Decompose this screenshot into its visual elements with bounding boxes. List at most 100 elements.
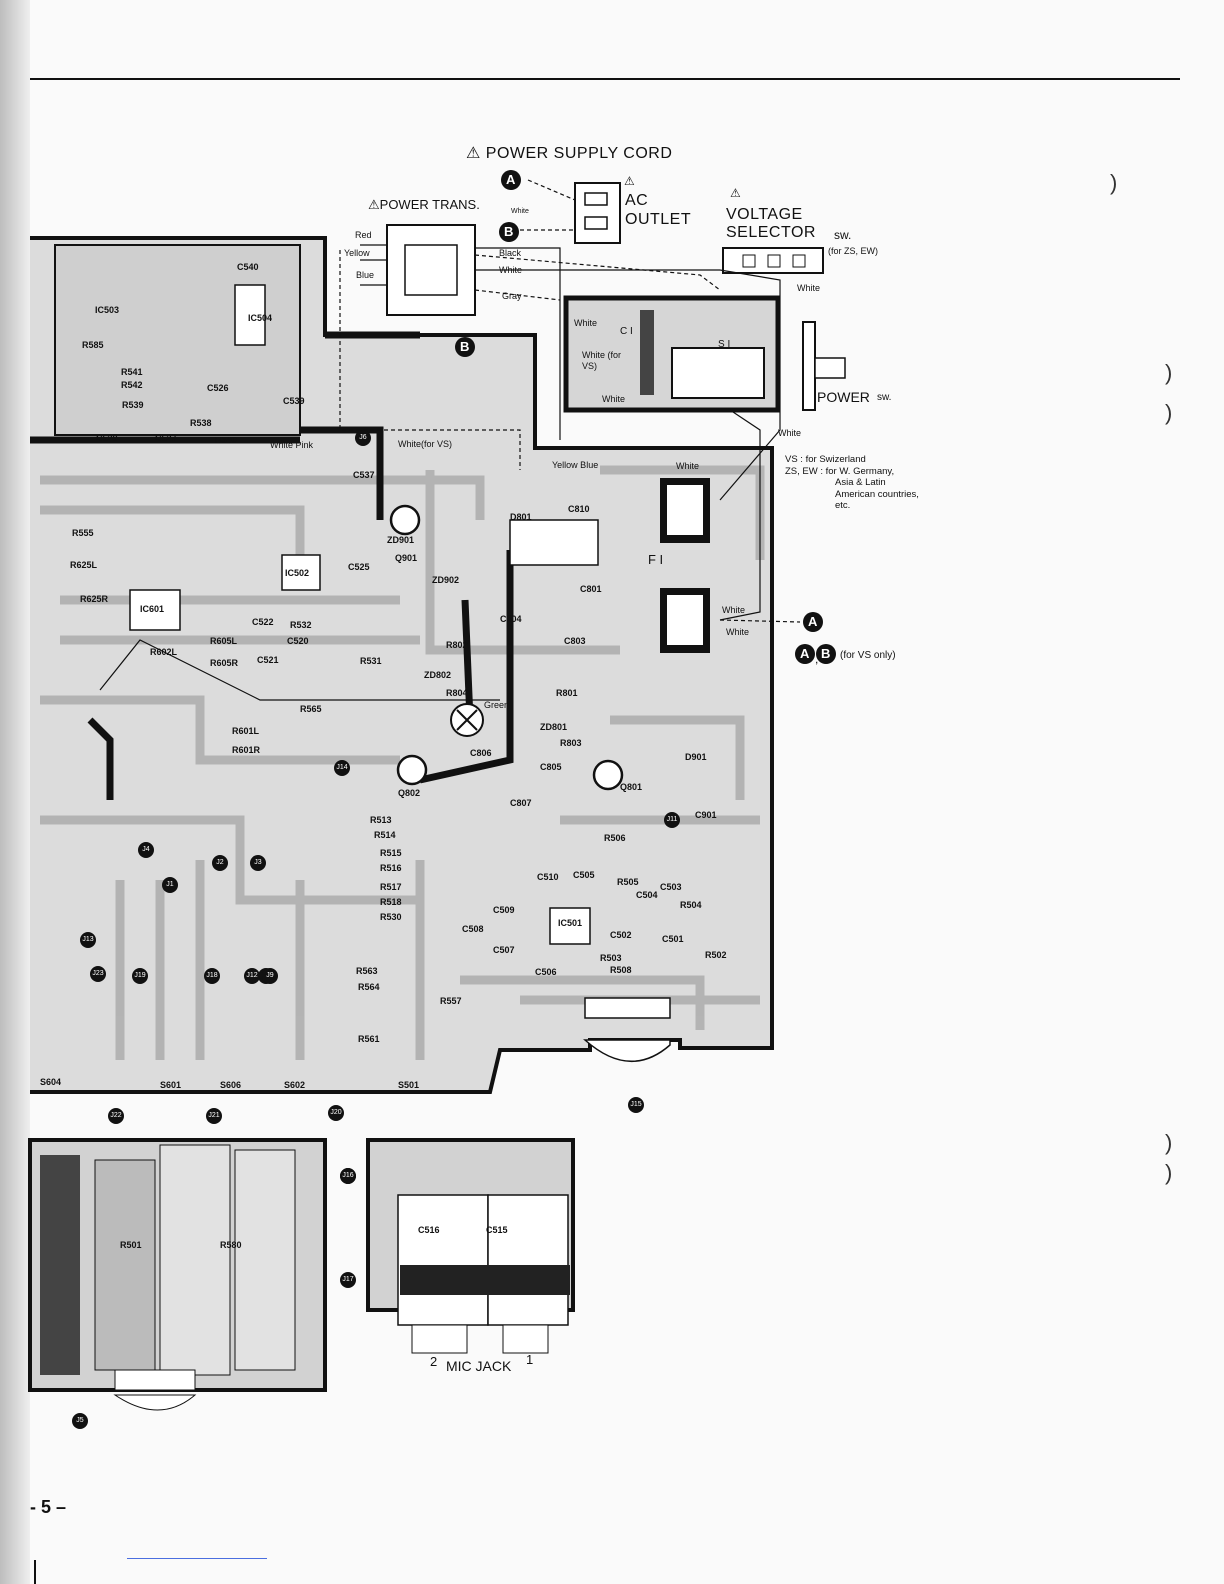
jack-j9: J9 [262,968,278,984]
ac-label: AC [625,192,649,209]
component-s604: S604 [40,1077,62,1087]
component-zd802: ZD802 [424,670,452,680]
voltage-warning: ⚠ [730,186,741,200]
jack-j2: J2 [212,855,228,871]
ac-outlet-shape [574,182,621,244]
component-c502: C502 [610,930,632,940]
component-r505: R505 [617,877,639,887]
wire-white-pink: White Pink [270,440,314,450]
component-c527: C527 [155,433,177,443]
component-q802: Q802 [398,788,421,798]
wire-white-for-vs2: White(for VS) [398,439,453,449]
component-c510: C510 [537,872,559,882]
component-r531: R531 [360,656,382,666]
header-rule [30,78,1180,80]
power-transformer [386,224,476,316]
component-r625r: R625R [80,594,109,604]
punch-mark: ) [1165,400,1173,425]
selector-sw-label: sw. [834,228,852,242]
component-c504: C504 [636,890,658,900]
jack-j6: J6 [355,430,371,446]
component-c804: C804 [500,614,522,624]
component-r540: R540 [215,435,237,445]
component-r601r: R601R [232,745,261,755]
component-r517: R517 [380,882,402,892]
solid-wires [99,244,781,701]
wire-white-fuse3: White [726,627,750,637]
component-c521: C521 [257,655,279,665]
component-r580: R580 [220,1240,242,1250]
component-r557: R557 [440,996,462,1006]
wire-white-fuse2: White [722,605,746,615]
legend-vs: VS : for Swizerland [785,454,866,465]
component-r516: R516 [380,863,402,873]
component-c507: C507 [493,945,515,955]
component-c526: C526 [207,383,229,393]
lower-left-board [28,1138,327,1411]
marker-a-note: A [800,646,810,661]
wire-white-sw: White [574,318,598,328]
component-r625l: R625L [70,560,98,570]
legend-zs-2: Asia & Latin [835,477,886,488]
s1-label: S I [718,339,731,350]
component-zd901: ZD901 [387,535,415,545]
wire-white-power: White [778,428,802,438]
fuse-holder [660,478,710,653]
component-r513: R513 [370,815,392,825]
component-r563: R563 [356,966,378,976]
jack-j13: J13 [80,932,96,948]
component-c509: C509 [493,905,515,915]
component-r508: R508 [610,965,632,975]
jack-j14: J14 [334,760,350,776]
component-r801: R801 [556,688,578,698]
legend-zs: ZS, EW : for W. Germany, [785,465,895,477]
wire-yellow: Yellow [344,248,370,258]
component-d901: D901 [685,752,707,762]
region-legend: VS : for Swizerland ZS, EW : for W. Germ… [785,454,919,512]
wire-yellow-blue: Yellow Blue [552,460,599,470]
wire-gray: Gray [502,291,522,301]
jack-j19: J19 [132,968,148,984]
wire-blue: Blue [356,270,375,280]
component-r518: R518 [380,897,402,907]
wire-white-selector: White [797,283,821,293]
wire-white-for-vs: White (for VS) [582,350,622,371]
component-ic502: IC502 [285,568,310,578]
component-c801: C801 [580,584,602,594]
component-r532: R532 [290,620,312,630]
jack-j12: J12 [244,968,260,984]
bottom-connector [583,997,671,1063]
jack-j1: J1 [162,877,178,893]
component-r538: R538 [190,418,212,428]
punch-mark: ) [1110,170,1118,195]
component-r804: R804 [446,688,468,698]
component-s602: S602 [284,1080,306,1090]
component-ic501: IC501 [558,918,583,928]
component-r564: R564 [358,982,380,992]
component-r541: R541 [121,367,143,377]
component-r561: R561 [358,1034,380,1044]
jack-j22: J22 [108,1108,124,1124]
wire-red: Red [355,230,372,240]
component-c508: C508 [462,924,484,934]
footer-line [127,1558,267,1559]
marker-circles [455,170,836,664]
mic-jack-1: 1 [526,1352,534,1367]
wire-white-fuse: White [676,461,700,471]
component-c806: C806 [470,748,492,758]
component-c537: C537 [353,470,375,480]
jack-j15: J15 [628,1097,644,1113]
component-c501: C501 [662,934,684,944]
jack-j11: J11 [664,812,680,828]
for-vs-only-note: (for VS only) [840,650,896,661]
jack-j4: J4 [138,842,154,858]
wire-black: Black [499,248,522,258]
power-sw-label: POWER [817,389,870,405]
transistors [389,504,624,791]
power-trans-label: ⚠POWER TRANS. [368,197,480,212]
mic-jack-2: 2 [430,1354,438,1369]
component-r585: R585 [82,340,104,350]
fuse-label: F I [648,552,664,567]
